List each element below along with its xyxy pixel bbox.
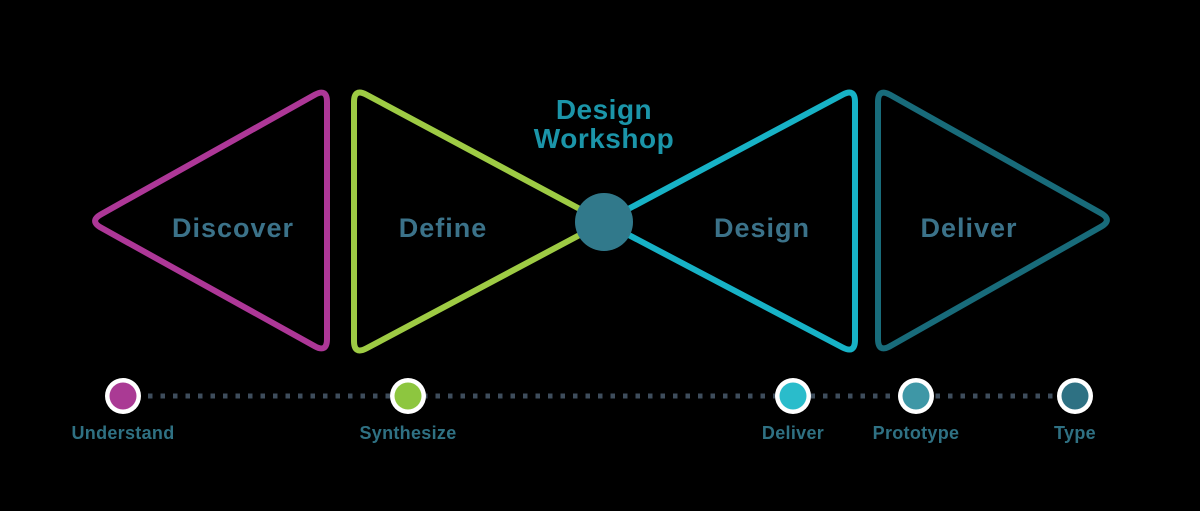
stage-label-define: Define [399, 213, 488, 243]
milestone-type: Type [1054, 378, 1096, 443]
milestone-deliver: Deliver [762, 378, 824, 443]
stage-label-discover: Discover [172, 213, 294, 243]
stage-label-deliver: Deliver [920, 213, 1017, 243]
milestone-understand: Understand [71, 378, 174, 443]
stage-label-design: Design [714, 213, 810, 243]
milestone-label-prototype: Prototype [873, 423, 960, 443]
milestone-dot-synthesize [394, 382, 422, 410]
milestone-synthesize: Synthesize [359, 378, 456, 443]
milestone-label-synthesize: Synthesize [359, 423, 456, 443]
milestone-label-type: Type [1054, 423, 1096, 443]
workshop-title-line1: Design [556, 94, 652, 125]
workshop-hub-circle [575, 193, 633, 251]
workshop-title-line2: Workshop [534, 123, 674, 154]
discover-triangle [92, 89, 330, 352]
milestone-label-deliver: Deliver [762, 423, 824, 443]
milestone-dot-deliver [779, 382, 807, 410]
milestone-label-understand: Understand [71, 423, 174, 443]
milestone-dot-type [1061, 382, 1089, 410]
milestone-dot-understand [109, 382, 137, 410]
milestone-prototype: Prototype [873, 378, 960, 443]
deliver-triangle [875, 89, 1110, 352]
milestone-dot-prototype [902, 382, 930, 410]
